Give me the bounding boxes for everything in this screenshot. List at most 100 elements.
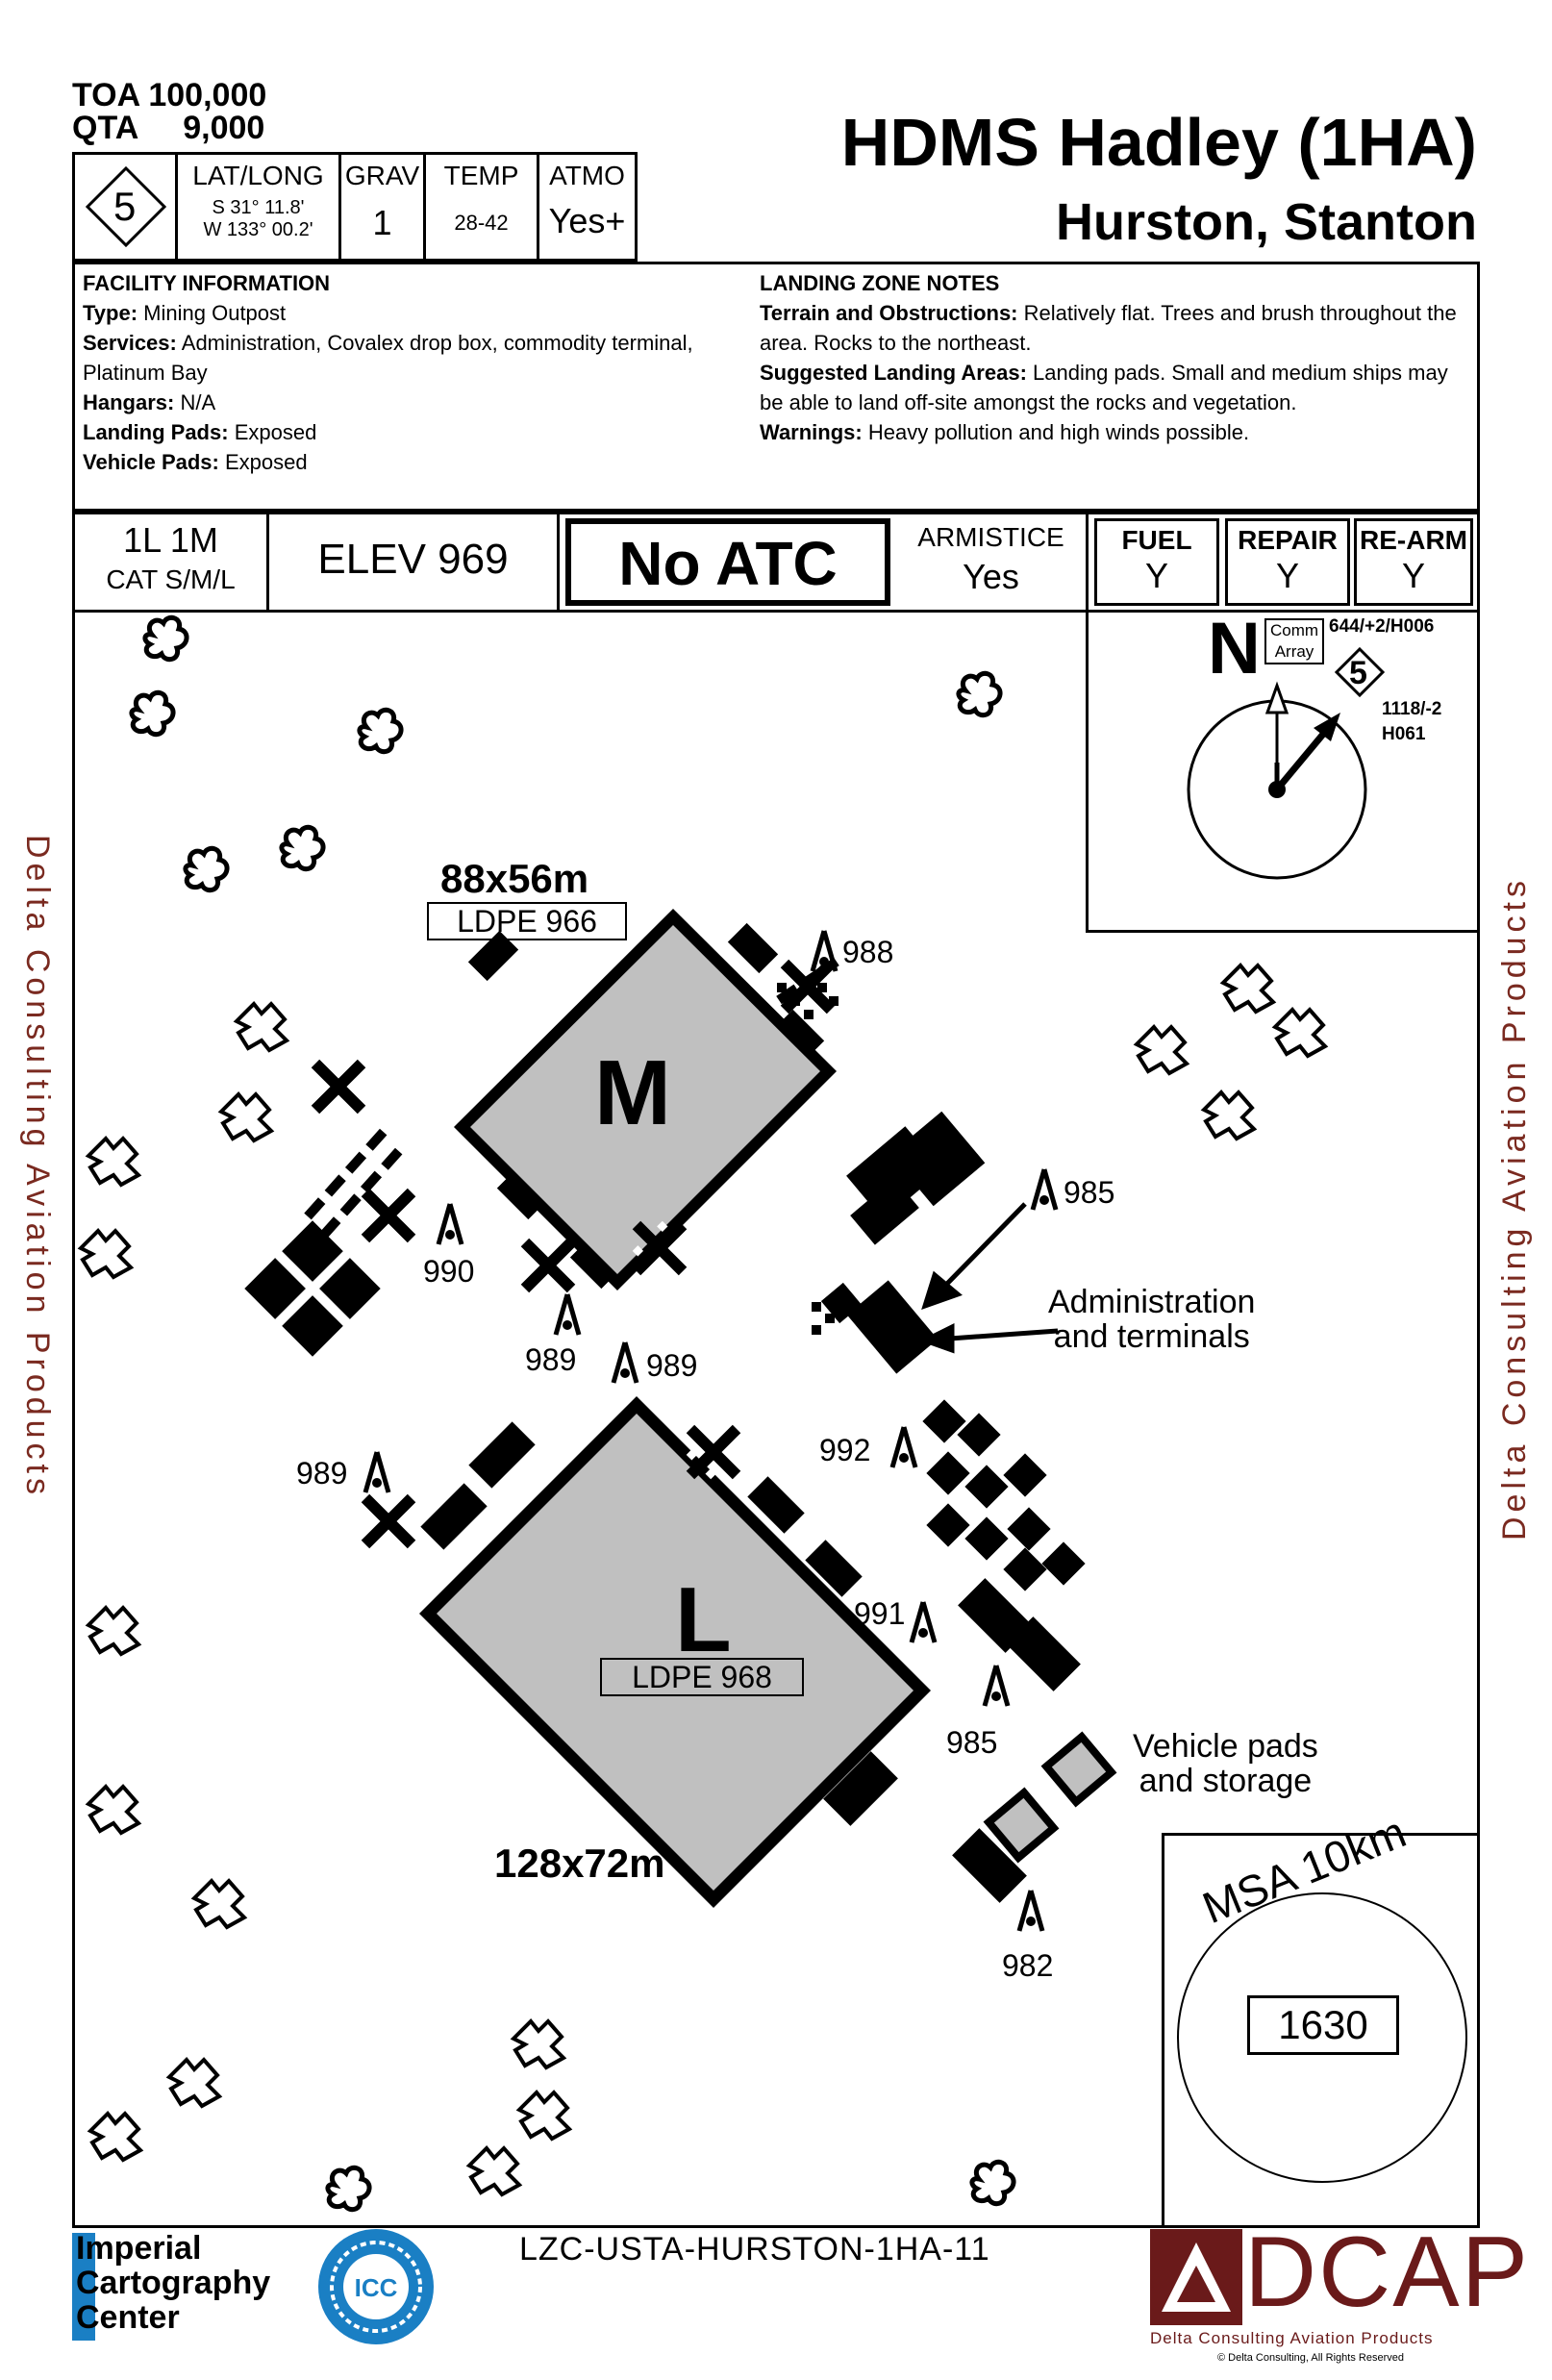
- armistice-value: Yes: [963, 557, 1019, 596]
- comm-array-box: Comm Array: [1264, 618, 1324, 664]
- rearm-value: Y: [1401, 556, 1425, 595]
- facility-services: Services: Administration, Covalex drop b…: [83, 331, 693, 385]
- pad-l-ldpe: LDPE 968: [600, 1658, 804, 1696]
- lz-notes: LANDING ZONE NOTES Terrain and Obstructi…: [760, 268, 1471, 447]
- facility-type: Type: Mining Outpost: [83, 301, 287, 325]
- nav-difficulty: 5: [1349, 655, 1367, 691]
- temp-label: TEMP: [443, 161, 519, 190]
- msa-circle: [1177, 1892, 1467, 2183]
- dcap-text: DCAP: [1244, 2217, 1530, 2328]
- status-bar: 1L 1M CAT S/M/L ELEV 969 No ATC ARMISTIC…: [72, 512, 1480, 613]
- elevation-label: 991: [854, 1596, 906, 1631]
- difficulty-value: 5: [113, 184, 137, 229]
- info-bar: 5 LAT/LONG S 31° 11.8' W 133° 00.2' GRAV…: [72, 152, 638, 262]
- toa-value: 100,000: [148, 77, 267, 113]
- pad-m-ldpe: LDPE 966: [427, 902, 627, 940]
- atc-value: No ATC: [618, 529, 838, 598]
- atmo-value: Yes+: [548, 201, 626, 240]
- svg-text:ICC: ICC: [355, 2273, 398, 2302]
- lz-warnings: Warnings: Heavy pollution and high winds…: [760, 420, 1250, 444]
- grav-value: 1: [372, 203, 392, 242]
- pad-l-size: 128x72m: [494, 1841, 665, 1886]
- facility-hangars: Hangars: N/A: [83, 390, 216, 414]
- lz-terrain: Terrain and Obstructions: Relatively fla…: [760, 301, 1457, 355]
- repair-value: Y: [1275, 556, 1299, 595]
- temp-cell: TEMP 28-42: [426, 155, 539, 259]
- msa-panel: MSA 10km 1630: [1162, 1807, 1480, 2228]
- atmo-cell: ATMO Yes+: [539, 155, 635, 259]
- difficulty-cell: 5: [75, 155, 178, 259]
- temp-value: 28-42: [454, 211, 509, 235]
- atc-cell: No ATC: [565, 518, 890, 606]
- lat-value: S 31° 11.8': [212, 197, 305, 218]
- pads-count: 1L 1M: [123, 520, 218, 560]
- chart-code: LZC-USTA-HURSTON-1HA-11: [519, 2231, 990, 2267]
- pad-m-letter: M: [594, 1041, 671, 1144]
- facility-vehicle-pads: Vehicle Pads: Exposed: [83, 450, 308, 474]
- icc-seal-icon: ICC: [318, 2229, 434, 2344]
- fuel-cell: FUEL Y: [1094, 518, 1219, 606]
- toa-label: TOA: [72, 77, 139, 113]
- difficulty-diamond-icon: [85, 165, 167, 248]
- toa-qta-block: TOA 100,000 QTA 9,000: [72, 79, 266, 144]
- icc-blue-bar: [72, 2233, 95, 2341]
- rearm-cell: RE-ARM Y: [1354, 518, 1473, 606]
- qta-value: 9,000: [183, 110, 265, 146]
- rearm-label: RE-ARM: [1360, 525, 1467, 555]
- latlong-label: LAT/LONG: [192, 161, 324, 190]
- page-title: HDMS Hadley (1HA): [840, 105, 1477, 180]
- building-cluster-east: [922, 1399, 1086, 1691]
- pad-categories: CAT S/M/L: [106, 564, 236, 594]
- parking-dots: [777, 983, 839, 1335]
- elevation-label: 985: [946, 1725, 998, 1760]
- latlong-cell: LAT/LONG S 31° 11.8' W 133° 00.2': [178, 155, 341, 259]
- elevation-label: 990: [423, 1254, 475, 1289]
- page-subtitle: Hurston, Stanton: [1056, 193, 1477, 251]
- grav-cell: GRAV 1: [341, 155, 426, 259]
- pad-m: [454, 909, 837, 1290]
- nav-info-2: H061: [1382, 724, 1426, 744]
- admin-label: Administration and terminals: [1048, 1284, 1256, 1355]
- vehicle-label: Vehicle pads and storage: [1133, 1728, 1318, 1799]
- north-marker: N: [1208, 608, 1261, 689]
- repair-cell: REPAIR Y: [1225, 518, 1350, 606]
- elevation-label: 982: [1002, 1948, 1054, 1983]
- elevation-cell: ELEV 969: [269, 514, 560, 610]
- dcap-subtitle: Delta Consulting Aviation Products: [1150, 2329, 1434, 2347]
- side-text-right: Delta Consulting Aviation Products: [1496, 875, 1533, 1541]
- elevation-value: ELEV 969: [317, 536, 509, 583]
- lz-heading: LANDING ZONE NOTES: [760, 271, 1000, 295]
- pad-m-size: 88x56m: [440, 856, 589, 901]
- vehicle-pads: [952, 1731, 1117, 1903]
- pad-l: [419, 1396, 931, 1908]
- fuel-label: FUEL: [1121, 525, 1192, 555]
- building-cluster-west: [244, 1220, 381, 1357]
- nav-info-1: 1118/-2: [1382, 699, 1442, 719]
- admin-buildings: [820, 1111, 986, 1374]
- armistice-label: ARMISTICE: [917, 522, 1064, 552]
- dcap-logo-block: DCAP Delta Consulting Aviation Products …: [1150, 2217, 1528, 2373]
- elevation-label: 988: [842, 935, 894, 969]
- fuel-value: Y: [1144, 556, 1168, 595]
- comm-info: 644/+2/H006: [1329, 616, 1435, 637]
- grav-label: GRAV: [344, 161, 420, 190]
- facility-info: FACILITY INFORMATION Type: Mining Outpos…: [83, 268, 737, 477]
- msa-value: 1630: [1247, 1995, 1399, 2055]
- elevation-label: 989: [646, 1348, 698, 1383]
- map-frame: [72, 610, 1480, 2228]
- facility-landing-pads: Landing Pads: Exposed: [83, 420, 317, 444]
- elevation-label: 985: [1064, 1175, 1115, 1210]
- dcap-copyright: © Delta Consulting, All Rights Reserved: [1217, 2352, 1404, 2364]
- admin-arrows: [918, 1202, 1059, 1354]
- facility-heading: FACILITY INFORMATION: [83, 271, 331, 295]
- compass-panel: N Comm Array 644/+2/H006 5 1118/-2 H061: [1086, 608, 1480, 933]
- dcap-triangle-icon: [1150, 2229, 1242, 2325]
- long-value: W 133° 00.2': [203, 219, 313, 240]
- elevation-label: 989: [296, 1456, 348, 1491]
- pad-l-letter: L: [675, 1568, 732, 1671]
- icc-text: Imperial Cartography Center: [76, 2230, 271, 2336]
- side-text-left: Delta Consulting Aviation Products: [19, 835, 56, 1500]
- armistice-cell: ARMISTICE Yes: [896, 514, 1089, 610]
- atmo-label: ATMO: [549, 161, 625, 190]
- repair-label: REPAIR: [1238, 525, 1338, 555]
